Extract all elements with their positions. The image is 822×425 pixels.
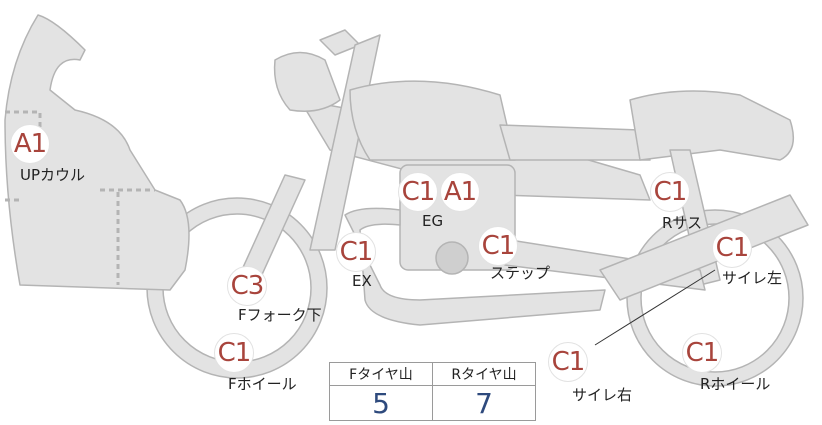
exhaust-shape [344, 207, 606, 326]
step-label: ステップ [490, 264, 551, 282]
f-fork-grade: C3 [230, 271, 265, 301]
f-wheel-grade-badge: C1 [214, 333, 254, 373]
r-sus-grade: C1 [653, 177, 688, 207]
muffler-right-label: サイレ右 [572, 386, 633, 404]
up-cowl-grade-badge: A1 [10, 124, 50, 164]
muffler-left-grade: C1 [715, 233, 750, 263]
muffler-shape [599, 194, 809, 301]
muffler-right-grade: C1 [551, 347, 586, 377]
cowl-shape [4, 14, 190, 291]
headlight-shape [273, 51, 341, 112]
muffler-left-label: サイレ左 [722, 269, 783, 287]
seat-shape [499, 124, 651, 161]
f-wheel-grade: C1 [217, 338, 252, 368]
up-cowl-label: UPカウル [20, 166, 86, 184]
muffler-right-leader-line [594, 269, 716, 346]
tail-shape [629, 90, 795, 161]
muffler-right-grade-badge: C1 [548, 342, 588, 382]
ex-grade-badge: C1 [336, 232, 376, 272]
front-tire-header: Fタイヤ山 [329, 362, 433, 386]
eg-grade-2: A1 [443, 177, 477, 207]
eg-grade-badge-1: C1 [398, 172, 438, 212]
step-grade: C1 [481, 231, 516, 261]
tire-tread-table: Fタイヤ山 Rタイヤ山 5 7 [329, 362, 536, 421]
r-sus-label: Rサス [662, 214, 703, 232]
f-fork-label: Fフォーク下 [238, 306, 322, 324]
r-wheel-grade-badge: C1 [682, 333, 722, 373]
f-fork-grade-badge: C3 [227, 266, 267, 306]
up-cowl-grade: A1 [13, 129, 47, 159]
r-sus-grade-badge: C1 [650, 172, 690, 212]
rear-tire-value: 7 [432, 385, 536, 421]
fuel-tank-shape [349, 80, 516, 161]
f-wheel-label: Fホイール [228, 375, 297, 393]
rear-tire-header: Rタイヤ山 [432, 362, 536, 386]
eg-grade-badge-2: A1 [440, 172, 480, 212]
r-wheel-grade: C1 [685, 338, 720, 368]
ex-grade: C1 [339, 237, 374, 267]
ex-label: EX [352, 272, 372, 290]
muffler-left-grade-badge: C1 [712, 228, 752, 268]
step-grade-badge: C1 [478, 226, 518, 266]
eg-label: EG [422, 212, 444, 230]
r-wheel-label: Rホイール [700, 375, 771, 393]
front-tire-value: 5 [329, 385, 433, 421]
eg-grade-1: C1 [401, 177, 436, 207]
